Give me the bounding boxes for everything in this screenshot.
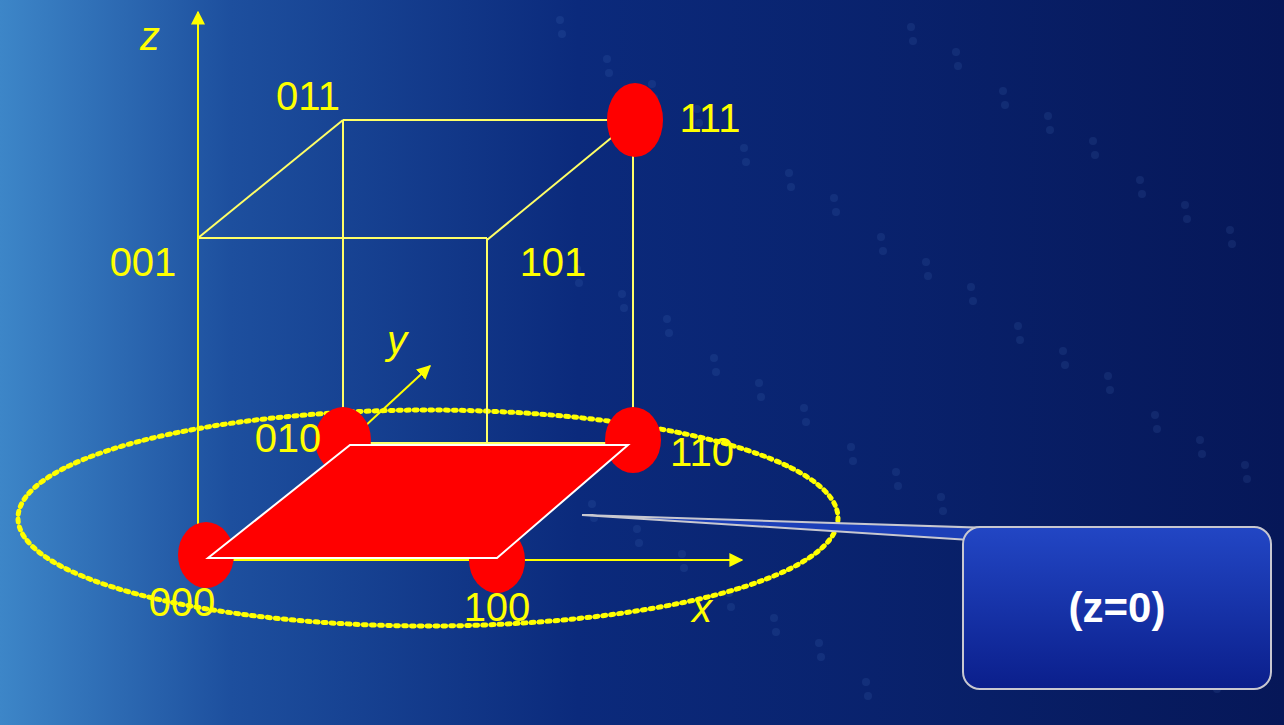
callout-box: (z=0)	[962, 526, 1272, 690]
vertex-label: 010	[255, 418, 322, 458]
vertex-label: 101	[520, 242, 587, 282]
vertex-label: 100	[464, 587, 531, 627]
axis-label: y	[387, 320, 407, 360]
vertex-label: 000	[149, 582, 216, 622]
axis-label: z	[140, 16, 160, 56]
vertex-label: 111	[680, 98, 741, 138]
axis-label: x	[692, 588, 712, 628]
callout-text: (z=0)	[1069, 584, 1166, 632]
dotted-ellipse	[18, 410, 838, 626]
callout-pointer	[582, 515, 990, 540]
vertex-label: 011	[276, 76, 340, 116]
vertex-label: 001	[110, 242, 177, 282]
cube-edges	[198, 120, 633, 558]
z-axis	[197, 12, 199, 560]
vertex-label: 110	[670, 432, 734, 472]
bottom-face	[208, 445, 628, 558]
background-texture	[556, 16, 1251, 700]
